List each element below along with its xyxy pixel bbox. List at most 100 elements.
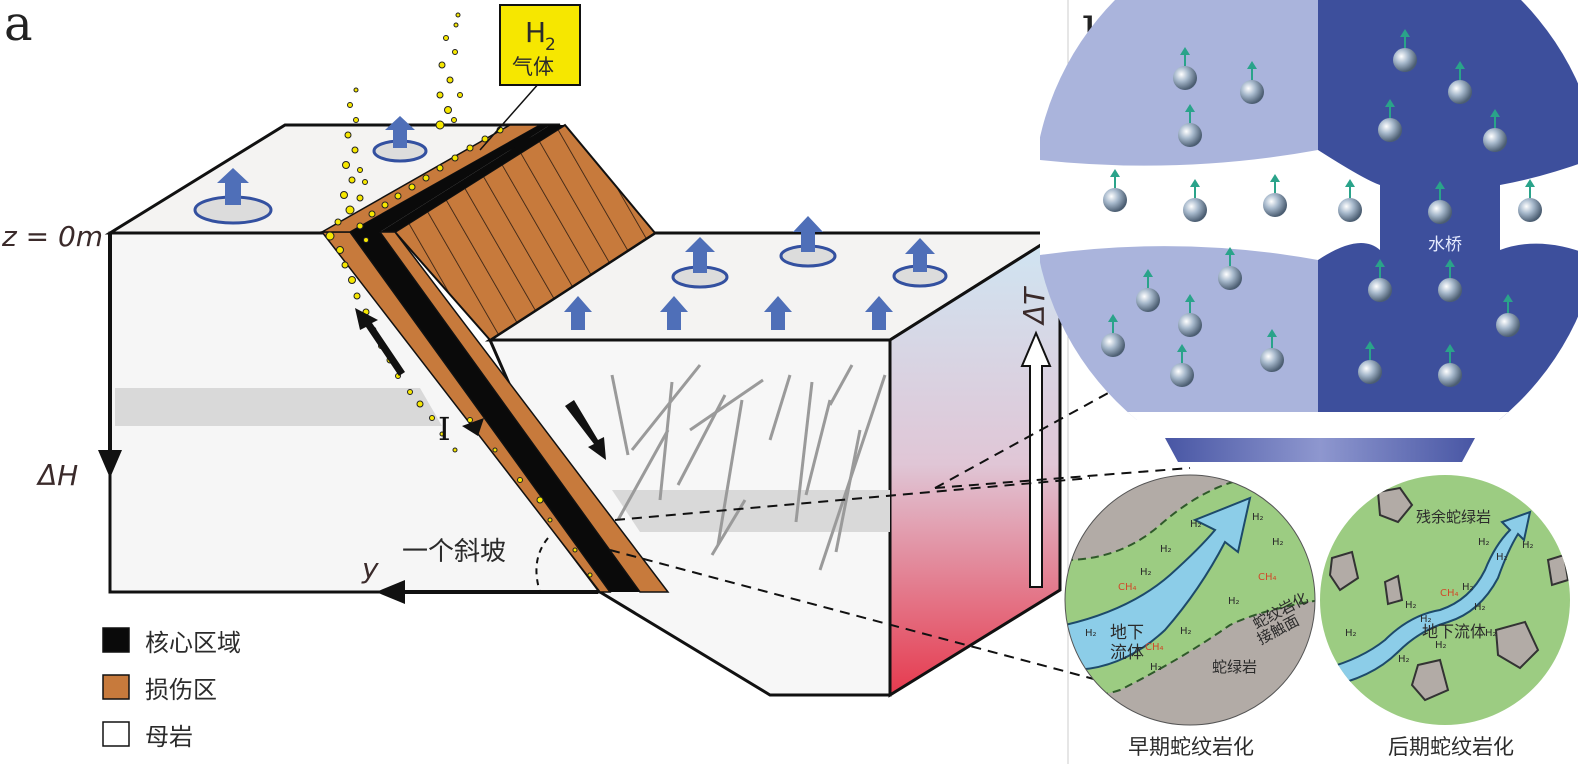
- panel-a: a: [1, 0, 1066, 751]
- early-rock-label: 蛇绿岩: [1212, 658, 1257, 676]
- svg-text:H₂: H₂: [1522, 540, 1534, 551]
- h2-molecules: [1101, 29, 1542, 387]
- h2-molecule: [1496, 294, 1520, 337]
- h2-molecule: [1438, 259, 1462, 302]
- fracture-lines: [610, 364, 887, 571]
- svg-text:H₂: H₂: [1420, 614, 1432, 625]
- core-band: [350, 232, 640, 592]
- early-caption: 早期蛇纹岩化: [1128, 735, 1254, 759]
- rising-h2-bubbles: [340, 12, 463, 215]
- svg-text:H₂: H₂: [1478, 537, 1490, 548]
- svg-text:CH₄: CH₄: [1145, 642, 1164, 653]
- fault-zone: [319, 12, 670, 593]
- h2-molecule: [1263, 174, 1287, 217]
- legend-label-core: 核心区域: [145, 629, 241, 657]
- h2-molecule: [1338, 179, 1362, 222]
- upward-arrows: [564, 296, 893, 330]
- fault-bubbles: [325, 126, 593, 578]
- gradient-bar: [1165, 438, 1475, 462]
- legend: 核心区域 损伤区 母岩: [102, 627, 241, 751]
- svg-text:H₂: H₂: [1252, 512, 1264, 523]
- early-serpentinization-circle: 地下 流体 蛇纹岩化 接触面 蛇绿岩 H₂ H₂ H₂ H₂ H₂ H₂ H₂ …: [1064, 474, 1316, 726]
- svg-text:H₂: H₂: [1462, 582, 1474, 593]
- residual-rock-fragments: [1328, 486, 1570, 702]
- early-gas-labels: H₂ H₂ H₂ H₂ H₂ H₂ H₂ H₂ H₂ CH₄ CH₄ CH₄: [1085, 512, 1284, 673]
- gas-text: 气体: [512, 55, 554, 79]
- late-gas-labels: H₂ H₂ H₂ H₂ H₂ H₂ H₂ H₂ H₂ H₂ H₂ CH₄: [1345, 537, 1534, 665]
- panel-a-label: a: [4, 0, 33, 52]
- early-fluid-line1: 地下: [1110, 623, 1144, 643]
- damage-band-right: [378, 231, 670, 593]
- residual-ophiolite-label: 残余蛇绿岩: [1416, 508, 1491, 526]
- dt-label: ΔT: [1018, 286, 1051, 326]
- svg-text:H₂: H₂: [1405, 600, 1417, 611]
- svg-text:H₂: H₂: [1180, 626, 1192, 637]
- late-caption: 后期蛇纹岩化: [1388, 735, 1514, 759]
- h2-gas-label: H 2 气体: [479, 4, 581, 151]
- late-serpentinization-circle: 残余蛇绿岩 地下流体 H₂ H₂ H₂ H₂ H₂ H₂ H₂ H₂ H₂ H₂…: [1320, 475, 1570, 725]
- h2-molecule: [1173, 47, 1197, 90]
- svg-text:CH₄: CH₄: [1258, 572, 1277, 583]
- damage-zone-top: [393, 123, 657, 342]
- early-fluid-line2: 流体: [1110, 643, 1144, 663]
- h2-subscript: 2: [545, 35, 556, 55]
- svg-text:H₂: H₂: [1345, 628, 1357, 639]
- y-label: y: [361, 552, 379, 585]
- z-label: z = 0m: [1, 220, 103, 253]
- svg-text:H₂: H₂: [1228, 596, 1240, 607]
- pore-scale-view: [1040, 0, 1589, 432]
- dh-label: ΔH: [36, 459, 78, 492]
- h2-molecule: [1183, 179, 1207, 222]
- svg-text:CH₄: CH₄: [1118, 582, 1137, 593]
- h2-molecule: [1378, 99, 1402, 142]
- h2-molecule: [1178, 104, 1202, 147]
- svg-text:H₂: H₂: [1474, 602, 1486, 613]
- fault-mark-label: I: [438, 410, 451, 448]
- flux-disc: [193, 168, 273, 225]
- h2-molecule: [1393, 29, 1417, 72]
- h2-molecule: [1101, 314, 1125, 357]
- svg-text:H₂: H₂: [1150, 662, 1162, 673]
- temperature-face: [888, 230, 1062, 698]
- fault-motion-arrows: I: [355, 308, 606, 460]
- y-axis: y 一个斜坡: [361, 537, 598, 604]
- grey-layer-right: [612, 490, 890, 532]
- legend-item-damage: 损伤区: [102, 674, 217, 704]
- late-fluid-label: 地下流体: [1422, 622, 1486, 641]
- h2-molecule: [1438, 344, 1462, 387]
- h2-molecule: [1428, 181, 1452, 224]
- slope-label: 一个斜坡: [402, 537, 506, 567]
- water-bridge-label: 水桥: [1428, 235, 1462, 255]
- legend-item-host: 母岩: [102, 721, 193, 751]
- h2-molecule: [1103, 169, 1127, 212]
- h2-molecule: [1136, 269, 1160, 312]
- h2-molecule: [1368, 259, 1392, 302]
- h2-molecule: [1170, 344, 1194, 387]
- surface-flux-markers: [193, 116, 948, 330]
- zoom-lines: [609, 391, 1191, 691]
- svg-text:H₂: H₂: [1435, 640, 1447, 651]
- svg-text:H₂: H₂: [1160, 544, 1172, 555]
- svg-text:H₂: H₂: [1496, 552, 1508, 563]
- legend-label-damage: 损伤区: [145, 676, 217, 704]
- h2-molecule: [1240, 61, 1264, 104]
- depth-axis: z = 0m ΔH: [1, 220, 122, 492]
- dt-arrow: ΔT: [1018, 286, 1052, 588]
- h2-molecule: [1218, 247, 1242, 290]
- h2-molecule: [1358, 341, 1382, 384]
- h2-molecule: [1483, 109, 1507, 152]
- h2-text: H: [525, 16, 546, 49]
- svg-text:H₂: H₂: [1190, 519, 1202, 530]
- panel-b: b 水桥 地下 流体: [1040, 0, 1589, 759]
- legend-item-core: 核心区域: [102, 627, 241, 657]
- flux-disc: [372, 116, 428, 163]
- h2-molecule: [1260, 329, 1284, 372]
- svg-text:H₂: H₂: [1398, 654, 1410, 665]
- svg-text:H₂: H₂: [1085, 628, 1097, 639]
- flux-disc: [671, 237, 729, 289]
- svg-text:H₂: H₂: [1140, 567, 1152, 578]
- grey-layer-left: [115, 388, 442, 426]
- flux-disc: [892, 238, 948, 288]
- h2-molecule: [1518, 179, 1542, 222]
